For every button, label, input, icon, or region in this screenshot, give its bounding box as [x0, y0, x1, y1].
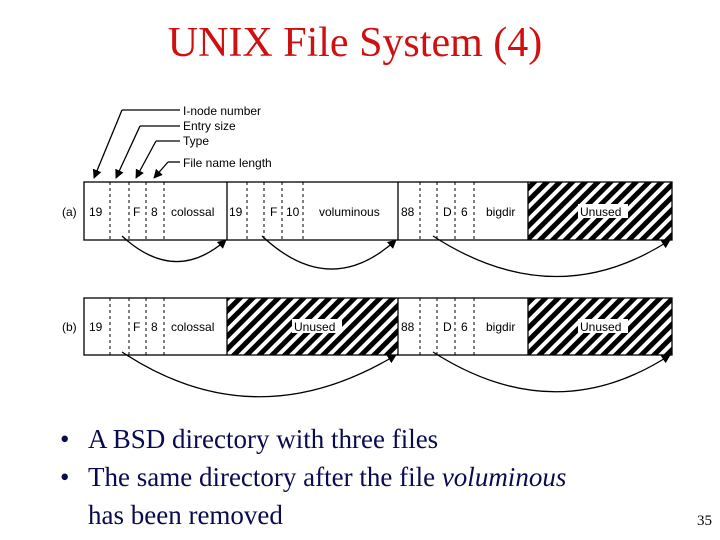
row-b-entry1-name: colossal: [171, 320, 214, 334]
page-number: 35: [697, 513, 712, 529]
row-a-entry1-name: colossal: [171, 205, 214, 219]
row-b-label: (b): [62, 320, 77, 334]
callout-type: Type: [183, 134, 209, 148]
row-a-outline: [83, 181, 673, 241]
row-a-entry3-type: D: [443, 205, 452, 219]
row-a-link-arrow: [261, 235, 397, 270]
bullet-item: • The same directory after the file volu…: [60, 458, 680, 534]
row-a-entry3-name-length: 6: [461, 205, 468, 219]
bullet-text-italic: voluminous: [441, 462, 567, 492]
row-a-entry3-inode: 88: [401, 205, 415, 219]
row-a-link-arrow: [121, 235, 227, 263]
row-a-entry2-type: F: [270, 205, 277, 219]
row-b-entry1-inode: 19: [89, 320, 103, 334]
pointer-inode-number-diag: [92, 109, 123, 179]
row-b-link-arrow: [432, 351, 671, 393]
row-a-unused-label: Unused: [580, 205, 621, 219]
row-a-entry2-name: voluminous: [319, 205, 380, 219]
callout-entry-size: Entry size: [183, 119, 236, 133]
row-a-link-arrow: [432, 235, 671, 278]
bullet-marker: •: [60, 462, 70, 492]
slide-title: UNIX File System (4): [167, 20, 543, 66]
row-b-entry2-name: bigdir: [486, 320, 515, 334]
bullet-marker: •: [60, 424, 70, 454]
bullet-item: • A BSD directory with three files: [60, 420, 680, 458]
row-b-entry1-type: F: [133, 320, 140, 334]
bullet-list: • A BSD directory with three files • The…: [60, 420, 680, 534]
pointer-type-diag: [135, 140, 157, 179]
callout-labels: I-node number Entry size Type File name …: [183, 104, 272, 170]
row-b-entry2-name-length: 6: [461, 320, 468, 334]
callout-inode-number: I-node number: [183, 104, 261, 118]
row-a-entry2-name-length: 10: [286, 205, 300, 219]
row-b-link-arrow: [121, 351, 397, 398]
pointer-entry-size-diag: [115, 125, 141, 179]
row-b-gap-label-bg: [292, 319, 342, 333]
row-a-entry1-name-length: 8: [151, 205, 158, 219]
row-b-entry1-name-length: 8: [151, 320, 158, 334]
row-b-outline: [83, 297, 673, 356]
bullet-text-continuation: has been removed: [88, 500, 283, 530]
row-b-entry2-inode: 88: [401, 320, 415, 334]
row-b: (b) 19 F 8 colossal 88 D 6 bigdir: [62, 297, 673, 398]
row-b-entry2-type: D: [443, 320, 452, 334]
pointer-file-name-length-diag: [153, 161, 169, 179]
row-a-entry2-inode: 19: [229, 205, 243, 219]
row-a-unused-label-bg: [578, 204, 628, 218]
row-b-gap-label: Unused: [294, 320, 335, 334]
callout-file-name-length: File name length: [183, 156, 272, 170]
row-a-entry1-inode: 19: [89, 205, 103, 219]
row-a-entry3-name: bigdir: [486, 205, 515, 219]
bullet-text: A BSD directory with three files: [88, 424, 439, 454]
row-a: (a) 19 F 8 colossal 19 F: [62, 181, 673, 278]
bullet-text: The same directory after the file: [88, 462, 442, 492]
row-b-unused-label: Unused: [580, 320, 621, 334]
row-a-entry1-type: F: [133, 205, 140, 219]
row-b-unused-label-bg: [578, 319, 628, 333]
callout-pointers: [92, 109, 180, 179]
row-a-label: (a): [62, 205, 77, 219]
